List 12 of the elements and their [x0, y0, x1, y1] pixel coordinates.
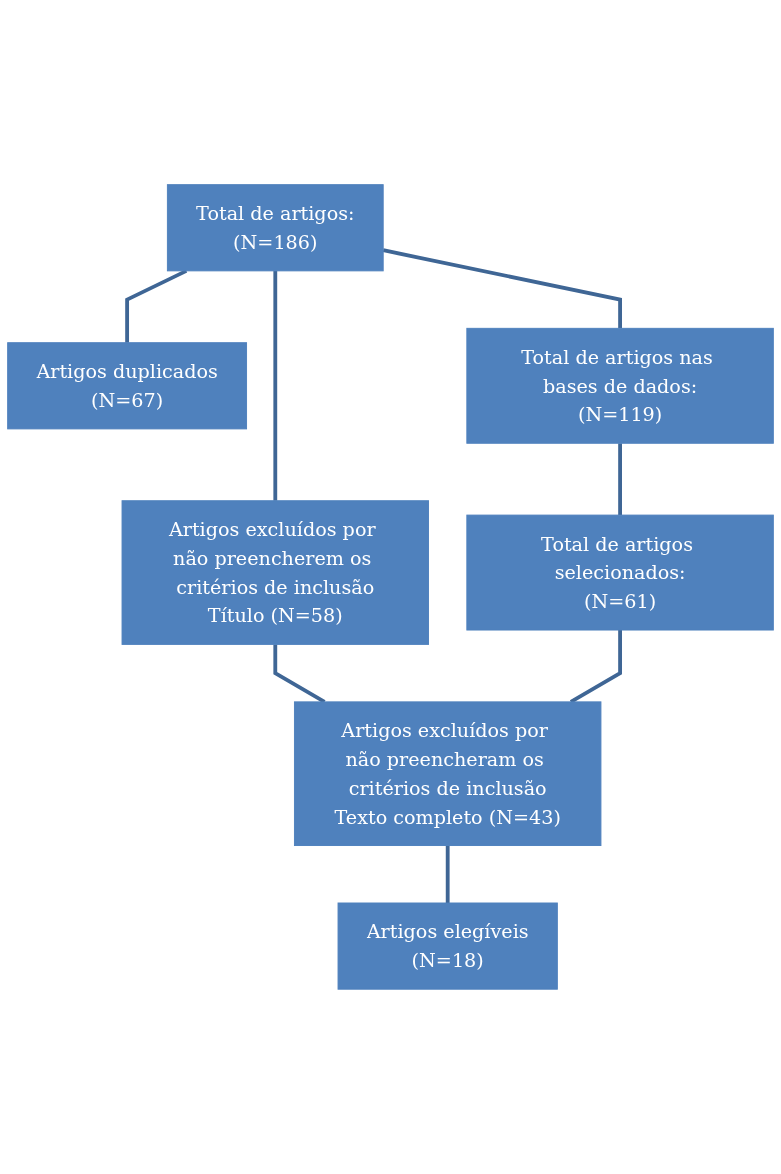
connector — [618, 443, 622, 516]
node-box: Total de artigos nas bases de dados: (N=119) — [466, 327, 774, 444]
node-box: Artigos excluídos por não preencheram os critérios de inclusão Texto completo (N=43) — [293, 701, 602, 847]
node-box: Artigos duplicados (N=67) — [7, 342, 248, 430]
node-box: Artigos excluídos por não preencherem os critérios de inclusão Título (N=58) — [121, 500, 429, 645]
node-box: Total de artigos selecionados: (N=61) — [466, 514, 774, 631]
connector — [382, 248, 622, 329]
connector — [445, 845, 450, 904]
node-box: Total de artigos: (N=186) — [166, 184, 384, 272]
node-box: Artigos elegíveis (N=18) — [337, 902, 558, 990]
connector — [125, 269, 188, 343]
connector — [273, 270, 278, 501]
